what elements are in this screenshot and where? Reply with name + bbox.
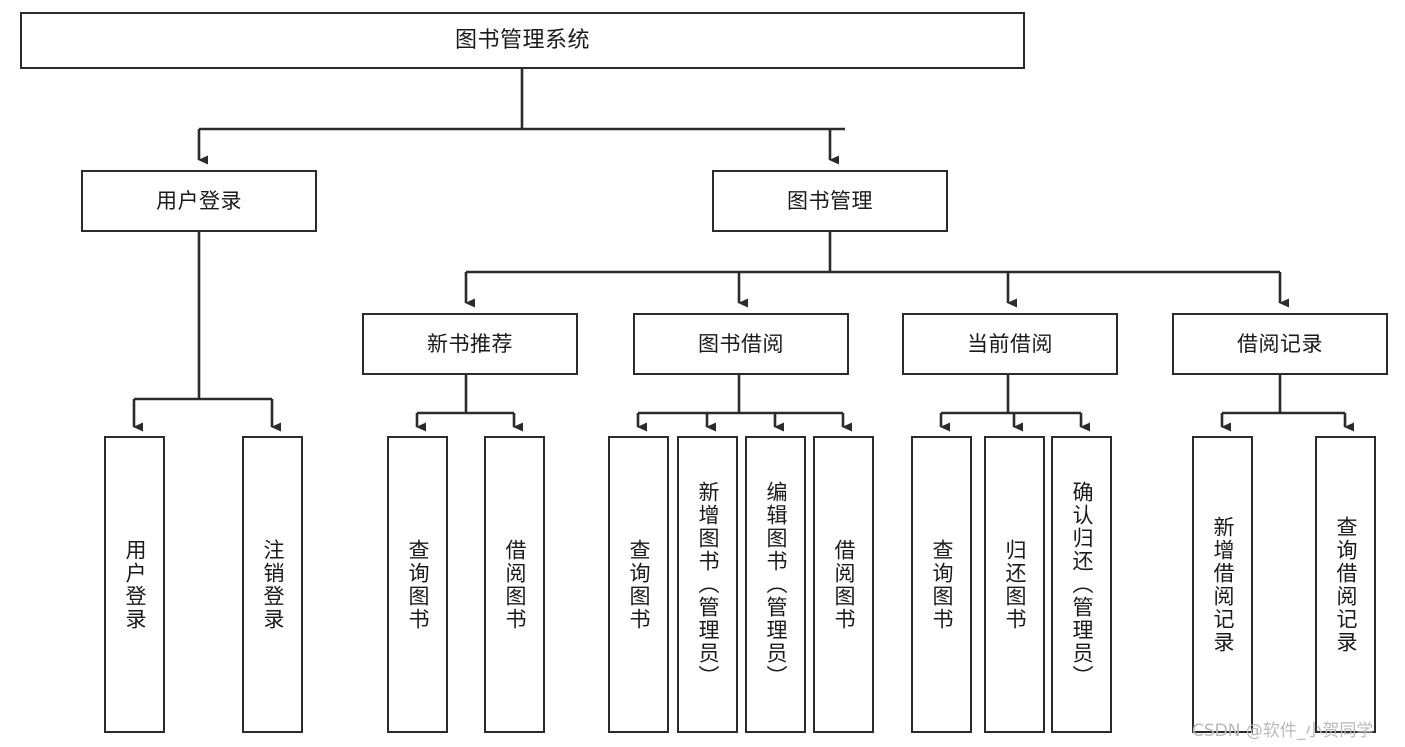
node-leaf-confirm-return-label: 确认归还（管理员）: [1070, 481, 1094, 688]
node-borrow-record[interactable]: 借阅记录: [1172, 313, 1388, 375]
node-leaf-add-book-label: 新增图书（管理员）: [696, 481, 720, 688]
csdn-watermark: CSDN @软件_小贺同学: [1192, 721, 1374, 741]
node-leaf-return-book[interactable]: 归还图书: [984, 436, 1045, 733]
node-leaf-query-book-2[interactable]: 查询图书: [608, 436, 669, 733]
node-leaf-borrow-book-2[interactable]: 借阅图书: [813, 436, 874, 733]
node-leaf-edit-book[interactable]: 编辑图书（管理员）: [745, 436, 806, 733]
node-leaf-return-book-label: 归还图书: [1003, 538, 1027, 631]
node-leaf-borrow-book-1-label: 借阅图书: [503, 538, 527, 631]
node-leaf-add-record[interactable]: 新增借阅记录: [1192, 436, 1253, 733]
node-book-borrow[interactable]: 图书借阅: [633, 313, 849, 375]
node-leaf-confirm-return[interactable]: 确认归还（管理员）: [1051, 436, 1112, 733]
node-leaf-query-book-3[interactable]: 查询图书: [911, 436, 972, 733]
node-root-label: 图书管理系统: [454, 27, 590, 53]
node-root[interactable]: 图书管理系统: [20, 12, 1025, 69]
node-leaf-borrow-book-2-label: 借阅图书: [832, 538, 856, 631]
node-leaf-edit-book-label: 编辑图书（管理员）: [764, 481, 788, 688]
node-new-book-recommend[interactable]: 新书推荐: [362, 313, 578, 375]
node-user-login-label: 用户登录: [156, 188, 242, 213]
node-book-management-label: 图书管理: [787, 188, 873, 213]
node-leaf-logout-label: 注销登录: [261, 538, 285, 631]
node-new-book-recommend-label: 新书推荐: [427, 331, 513, 356]
node-book-management[interactable]: 图书管理: [712, 170, 948, 232]
node-leaf-query-book-3-label: 查询图书: [930, 538, 954, 631]
node-user-login[interactable]: 用户登录: [81, 170, 317, 232]
node-borrow-record-label: 借阅记录: [1237, 331, 1323, 356]
node-current-borrow[interactable]: 当前借阅: [902, 313, 1118, 375]
node-leaf-query-book-1[interactable]: 查询图书: [387, 436, 448, 733]
node-leaf-add-book[interactable]: 新增图书（管理员）: [677, 436, 738, 733]
node-leaf-query-record-label: 查询借阅记录: [1334, 515, 1358, 654]
node-leaf-add-record-label: 新增借阅记录: [1211, 515, 1235, 654]
node-leaf-query-record[interactable]: 查询借阅记录: [1315, 436, 1376, 733]
node-leaf-borrow-book-1[interactable]: 借阅图书: [484, 436, 545, 733]
node-leaf-logout[interactable]: 注销登录: [242, 436, 303, 733]
node-leaf-query-book-2-label: 查询图书: [627, 538, 651, 631]
node-book-borrow-label: 图书借阅: [698, 331, 784, 356]
node-leaf-query-book-1-label: 查询图书: [406, 538, 430, 631]
node-leaf-user-login[interactable]: 用户登录: [104, 436, 165, 733]
node-leaf-user-login-label: 用户登录: [123, 538, 147, 631]
node-current-borrow-label: 当前借阅: [967, 331, 1053, 356]
